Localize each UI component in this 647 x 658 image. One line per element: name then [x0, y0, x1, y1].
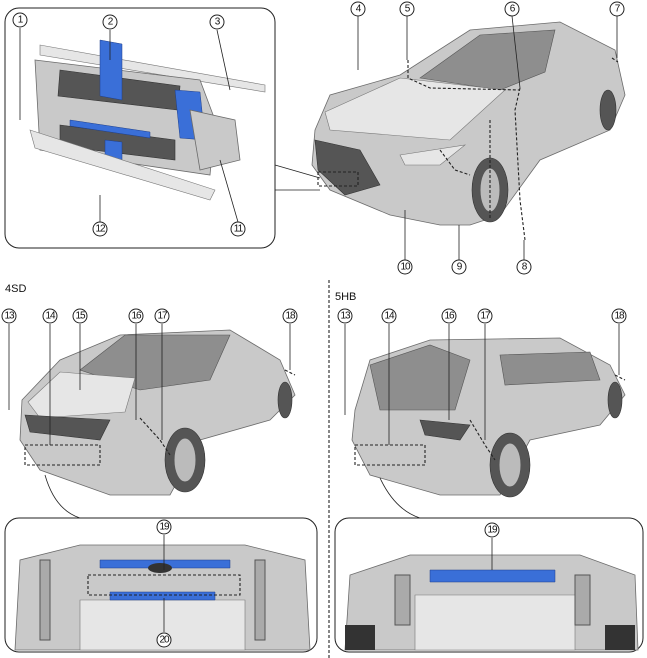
- svg-text:10: 10: [400, 262, 411, 273]
- callout-5: 5: [399, 1, 415, 17]
- svg-text:11: 11: [234, 224, 244, 235]
- svg-text:19: 19: [159, 522, 170, 533]
- svg-text:14: 14: [384, 311, 395, 322]
- callout-13-sedan: 13: [1, 308, 17, 324]
- callout-10: 10: [397, 259, 413, 275]
- svg-text:16: 16: [444, 311, 455, 322]
- svg-text:19: 19: [487, 525, 498, 536]
- callout-16-sedan: 16: [128, 308, 144, 324]
- svg-text:15: 15: [75, 311, 86, 322]
- callout-1: 1: [12, 12, 28, 28]
- callout-3: 3: [209, 14, 225, 30]
- callout-12: 12: [92, 221, 108, 237]
- variant-label-4sd: 4SD: [5, 283, 26, 295]
- callout-19-sedan: 19: [156, 519, 172, 535]
- svg-text:2: 2: [108, 17, 114, 28]
- svg-text:14: 14: [45, 311, 56, 322]
- svg-text:13: 13: [4, 311, 15, 322]
- svg-text:16: 16: [131, 311, 142, 322]
- callout-11: 11: [230, 221, 246, 237]
- hatchback-rear-illustration: [351, 337, 626, 519]
- callout-8: 8: [516, 259, 532, 275]
- callout-4: 4: [350, 1, 366, 17]
- svg-text:17: 17: [480, 311, 491, 322]
- svg-text:6: 6: [510, 4, 516, 15]
- hatchback-rear-bumper-inset: [334, 517, 644, 653]
- svg-text:9: 9: [457, 262, 463, 273]
- sedan-rear-bumper-inset: [4, 517, 318, 653]
- svg-text:20: 20: [159, 635, 170, 646]
- svg-text:4: 4: [356, 4, 362, 15]
- svg-text:5: 5: [405, 4, 411, 15]
- callout-16-hatchback: 16: [441, 308, 457, 324]
- variant-label-5hb: 5HB: [335, 291, 356, 303]
- svg-text:13: 13: [340, 311, 351, 322]
- callout-6: 6: [504, 1, 520, 17]
- svg-text:17: 17: [157, 311, 168, 322]
- svg-text:8: 8: [522, 262, 528, 273]
- callout-7: 7: [609, 1, 625, 17]
- callout-19-hatchback: 19: [484, 522, 500, 538]
- callout-17-sedan: 17: [154, 308, 170, 324]
- callout-18-hatchback: 18: [611, 308, 627, 324]
- callout-2: 2: [102, 14, 118, 30]
- front-grille-inset: [4, 7, 276, 249]
- svg-text:18: 18: [285, 311, 296, 322]
- svg-text:12: 12: [95, 224, 106, 235]
- sedan-rear-illustration: [19, 329, 296, 519]
- callout-14-sedan: 14: [42, 308, 58, 324]
- svg-text:3: 3: [215, 17, 221, 28]
- callout-14-hatchback: 14: [381, 308, 397, 324]
- svg-text:1: 1: [18, 15, 24, 26]
- svg-text:18: 18: [614, 311, 625, 322]
- callout-20-sedan: 20: [156, 632, 172, 648]
- callout-17-hatchback: 17: [477, 308, 493, 324]
- svg-text:7: 7: [615, 4, 621, 15]
- callout-9: 9: [451, 259, 467, 275]
- callout-13-hatchback: 13: [337, 308, 353, 324]
- callout-18-sedan: 18: [282, 308, 298, 324]
- callout-15-sedan: 15: [72, 308, 88, 324]
- front-car-illustration: [311, 21, 626, 241]
